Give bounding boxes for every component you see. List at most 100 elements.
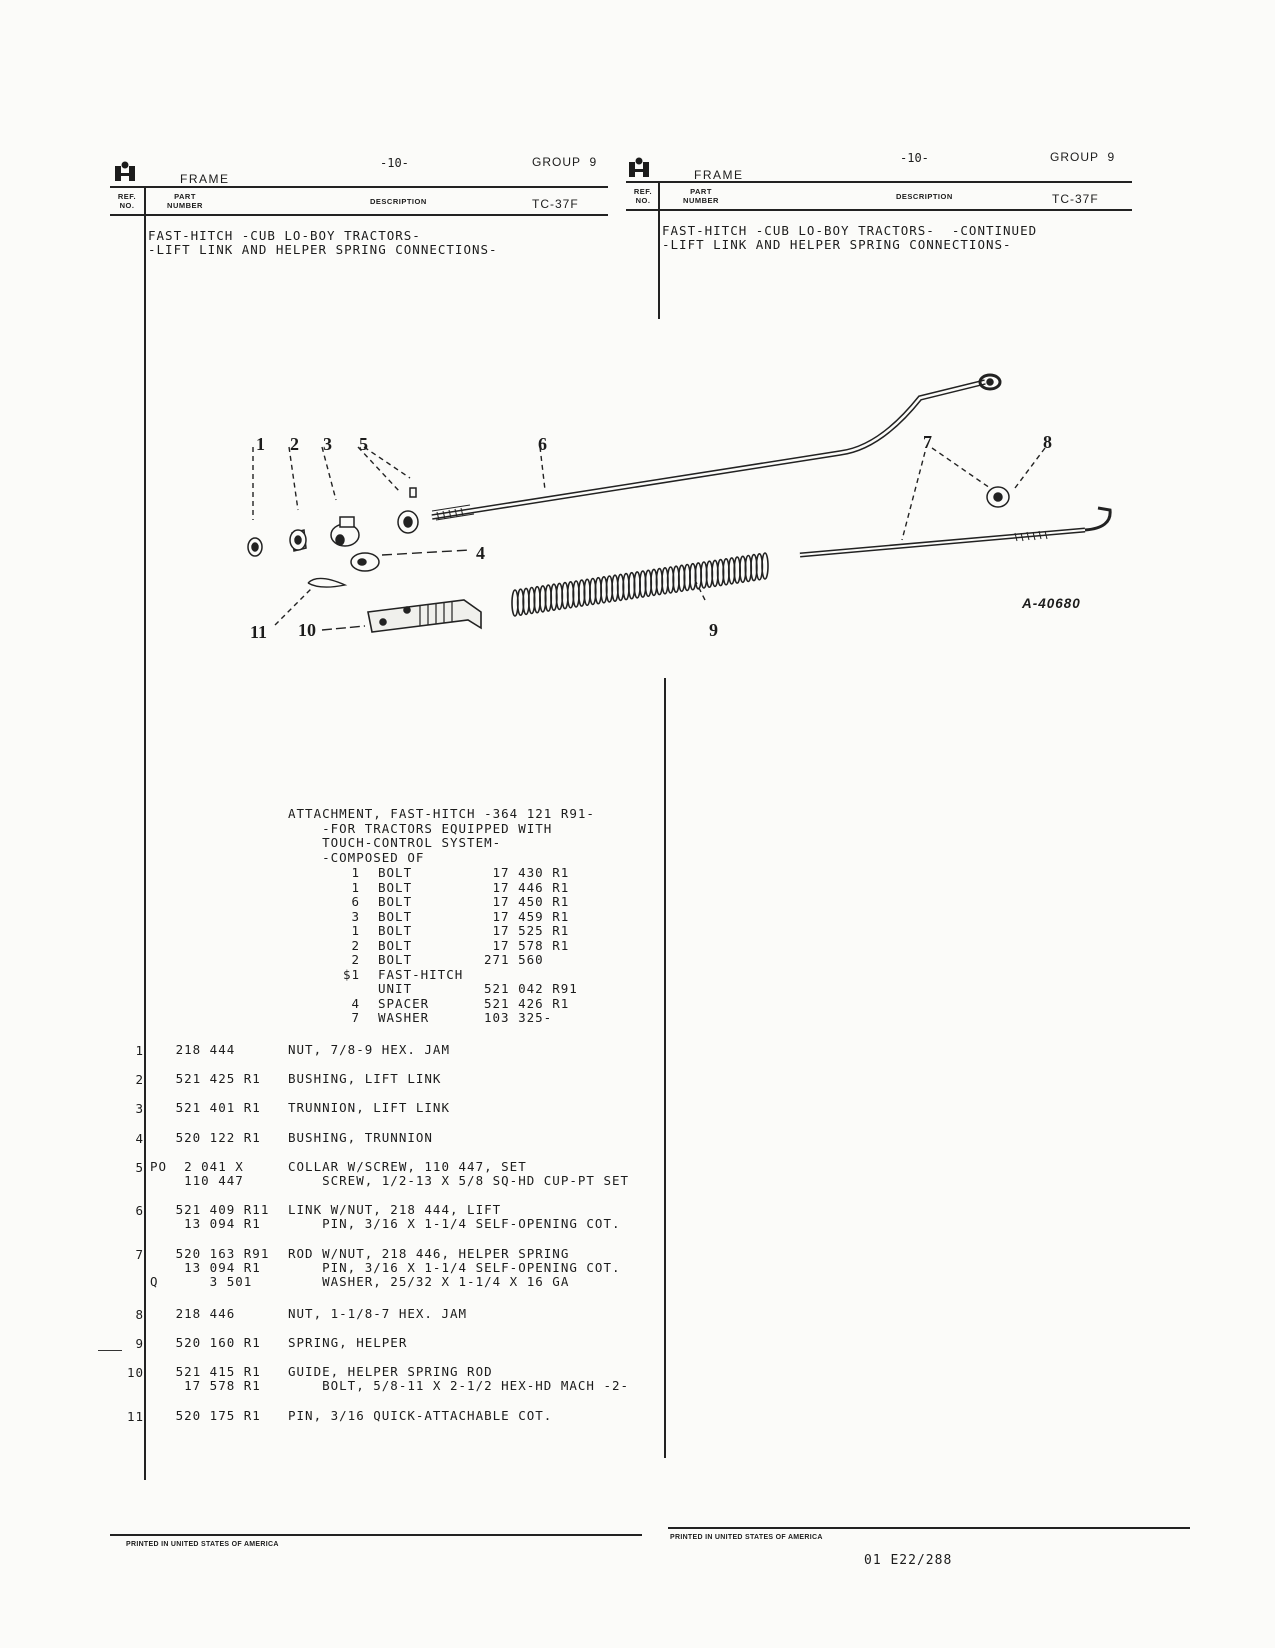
part-description: PIN, 3/16 QUICK-ATTACHABLE COT. [288,1408,553,1423]
part-ref-number: 1 [135,1043,144,1058]
component-part-number: 17 446 R1 [484,879,570,895]
bushing-part [289,529,307,552]
part-number: 521 425 R1 [150,1071,261,1086]
component-name: BOLT [378,908,413,924]
component-qty: 3 [351,908,360,924]
part-description: COLLAR W/SCREW, 110 447, SET SCREW, 1/2-… [288,1159,630,1188]
jam-nut-part [986,486,1010,508]
left-footer-rule [110,1534,642,1536]
callout-number: 6 [538,434,547,454]
part-description: NUT, 7/8-9 HEX. JAM [288,1042,450,1057]
right-col-desc-header: DESCRIPTION [896,192,953,201]
component-name: FAST-HITCH [378,966,464,982]
exploded-parts-diagram [247,373,1112,633]
component-part-number: 521 426 R1 [484,995,570,1011]
part-number: PO 2 041 X 110 447 [150,1159,244,1188]
attachment-header-line: -COMPOSED OF [288,849,425,865]
callout-number: 9 [709,620,718,640]
part-ref-number: 10 [126,1365,144,1380]
ih-logo-icon [629,157,649,177]
callout-number: 5 [359,434,368,454]
component-qty: 6 [351,894,360,909]
callout-number: 1 [256,434,265,454]
component-qty: 7 [351,1010,360,1025]
callout-number: 11 [250,622,268,642]
part-number: 218 444 [150,1042,236,1057]
part-number: 520 160 R1 [150,1335,261,1350]
component-qty: 2 [351,937,360,953]
component-part-number: 17 525 R1 [484,923,570,938]
callout-number: 10 [298,620,316,640]
helper-spring-guide-part [367,599,482,633]
col-part-line-1: PART [174,192,196,201]
left-group-label: GROUP 9 [532,155,598,169]
right-section-title: FRAME [694,168,744,182]
left-col-desc-header: DESCRIPTION [370,197,427,206]
component-part-number: 17 450 R1 [484,894,570,909]
right-page-number: -10- [900,151,929,165]
callout-number: 7 [923,432,932,452]
component-part-number: 17 459 R1 [484,908,570,924]
part-number: 521 415 R1 17 578 R1 [175,1364,261,1393]
component-part-number: 521 042 R91 [484,981,578,996]
left-title-line-1: FAST-HITCH -CUB LO-BOY TRACTORS- [148,228,421,243]
part-description: BUSHING, LIFT LINK [288,1071,442,1086]
component-part-number: 103 325- [484,1010,553,1025]
part-description: NUT, 1-1/8-7 HEX. JAM [288,1306,468,1321]
nut-part [247,537,263,557]
left-col-ref-header: REF. NO. [112,192,142,210]
part-ref-number: 7 [135,1247,144,1262]
component-part-number: 17 430 R1 [484,865,570,880]
component-part-number: 271 560 [484,952,544,967]
left-col-part-header: PART NUMBER [160,192,210,210]
attachment-header-line: TOUCH-CONTROL SYSTEM- [288,835,502,850]
part-description: TRUNNION, LIFT LINK [288,1100,450,1115]
right-footer-text: PRINTED IN UNITED STATES OF AMERICA [670,1534,823,1541]
col-part-line-2: NUMBER [167,201,203,210]
component-name: BOLT [378,952,413,967]
right-group-label: GROUP 9 [1050,150,1116,164]
left-section-title: FRAME [180,172,230,186]
component-name: BOLT [378,894,413,909]
part-description: SPRING, HELPER [288,1335,408,1350]
right-header-rule [626,181,1132,183]
component-name: BOLT [378,865,413,880]
part-number: 520 163 R91 13 094 R1 Q 3 501 [150,1246,270,1289]
component-qty: 2 [351,952,360,967]
left-title-line-2: -LIFT LINK AND HELPER SPRING CONNECTIONS… [148,242,498,257]
left-header-rule [110,186,608,188]
part-ref-number: 6 [135,1203,144,1218]
part-description: GUIDE, HELPER SPRING ROD BOLT, 5/8-11 X … [288,1364,630,1393]
part-number: 520 175 R1 [150,1408,261,1423]
part-description: LINK W/NUT, 218 444, LIFT PIN, 3/16 X 1-… [288,1202,621,1231]
helper-spring-part [511,552,769,617]
part-ref-number: 3 [135,1101,144,1116]
trunnion-bushing-part [350,552,380,572]
callout-number: 4 [476,543,485,563]
part-number: 521 401 R1 [150,1100,261,1115]
component-qty: 4 [351,995,360,1011]
component-name: SPACER [378,995,430,1011]
collar-part [397,487,419,534]
document-id: 01 E22/288 [864,1553,953,1568]
callout-number: 2 [290,434,299,454]
col-ref-line-2: NO. [119,201,135,210]
component-name: BOLT [378,923,413,938]
left-header-bottom-rule [110,214,608,216]
col-ref-line-1: REF. [117,192,137,201]
right-title-line-1: FAST-HITCH -CUB LO-BOY TRACTORS- -CONTIN… [662,223,1038,238]
cotter-pin-part [307,577,348,588]
right-title-line-2: -LIFT LINK AND HELPER SPRING CONNECTIONS… [662,237,1012,252]
part-ref-number: 5 [135,1160,144,1175]
callout-number: 8 [1043,432,1052,452]
component-name: WASHER [378,1010,430,1025]
part-ref-number: 2 [135,1072,144,1087]
margin-tick [98,1350,122,1351]
component-part-number: 17 578 R1 [484,937,570,953]
component-qty: 1 [351,923,360,938]
component-qty: $1 [342,966,360,982]
part-number: 521 409 R11 13 094 R1 [175,1202,270,1231]
right-footer-rule [668,1527,1190,1529]
diagram-reference-code: A-40680 [1022,596,1081,611]
part-ref-number: 9 [135,1336,144,1351]
